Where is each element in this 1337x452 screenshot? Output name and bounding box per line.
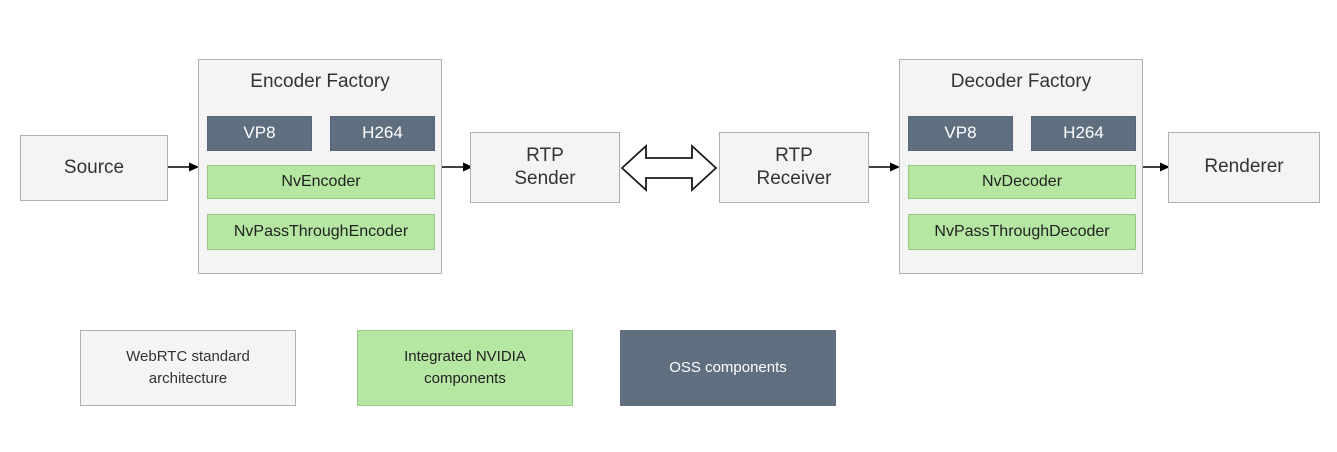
decoder-component-nvpassthroughdecoder[interactable]: NvPassThroughDecoder [908, 214, 1136, 250]
node-rtp-receiver[interactable]: RTP Receiver [719, 132, 869, 203]
node-rtp-receiver-label-line1: RTP [775, 145, 813, 167]
legend-item-webrtc-text: WebRTC standard architecture [126, 346, 250, 391]
encoder-codec-vp8-label: VP8 [243, 123, 276, 143]
legend-item-webrtc-line2: architecture [148, 370, 228, 387]
arrow-source-to-encoder [168, 162, 199, 172]
legend-item-oss[interactable]: OSS components [620, 330, 836, 406]
node-renderer-label: Renderer [1204, 156, 1284, 178]
decoder-codec-vp8-label: VP8 [944, 123, 977, 143]
encoder-component-nvencoder-label: NvEncoder [281, 172, 361, 190]
encoder-component-nvpassthroughencoder-label: NvPassThroughEncoder [233, 222, 409, 240]
decoder-factory-title: Decoder Factory [950, 71, 1092, 92]
encoder-factory-title: Encoder Factory [250, 71, 390, 92]
arrow-rtp-receiver-to-decoder [869, 162, 900, 172]
node-source-label: Source [63, 156, 125, 178]
legend-item-oss-text: OSS components [669, 357, 787, 380]
arrow-decoder-to-renderer [1143, 162, 1170, 172]
node-rtp-sender-label-line2: Sender [514, 167, 576, 189]
legend-item-nvidia-line1: Integrated NVIDIA [404, 347, 526, 365]
encoder-component-nvencoder[interactable]: NvEncoder [207, 165, 435, 199]
encoder-codec-h264-label: H264 [362, 123, 403, 143]
node-rtp-sender[interactable]: RTP Sender [470, 132, 620, 203]
arrow-rtp-sender-to-rtp-receiver-bidirectional [620, 143, 718, 193]
legend-item-webrtc-line1: WebRTC standard [126, 347, 250, 365]
legend-item-oss-line1: OSS components [669, 358, 787, 376]
decoder-factory-container[interactable]: Decoder Factory VP8 H264 NvDecoder NvPas… [899, 59, 1143, 274]
legend-item-nvidia[interactable]: Integrated NVIDIA components [357, 330, 573, 406]
node-renderer[interactable]: Renderer [1168, 132, 1320, 203]
node-rtp-sender-label-line1: RTP [526, 145, 564, 167]
decoder-component-nvdecoder[interactable]: NvDecoder [908, 165, 1136, 199]
encoder-codec-vp8[interactable]: VP8 [207, 116, 312, 151]
node-source[interactable]: Source [20, 135, 168, 201]
encoder-factory-container[interactable]: Encoder Factory VP8 H264 NvEncoder NvPas… [198, 59, 442, 274]
legend-item-webrtc[interactable]: WebRTC standard architecture [80, 330, 296, 406]
encoder-component-nvpassthroughencoder[interactable]: NvPassThroughEncoder [207, 214, 435, 250]
decoder-component-nvdecoder-label: NvDecoder [981, 172, 1063, 190]
node-rtp-receiver-label-line2: Receiver [756, 167, 832, 189]
decoder-component-nvpassthroughdecoder-label: NvPassThroughDecoder [934, 222, 1110, 240]
legend-item-nvidia-line2: components [424, 370, 506, 387]
decoder-codec-vp8[interactable]: VP8 [908, 116, 1013, 151]
decoder-codec-h264-label: H264 [1063, 123, 1104, 143]
decoder-codec-h264[interactable]: H264 [1031, 116, 1136, 151]
encoder-codec-h264[interactable]: H264 [330, 116, 435, 151]
legend-item-nvidia-text: Integrated NVIDIA components [404, 346, 526, 391]
